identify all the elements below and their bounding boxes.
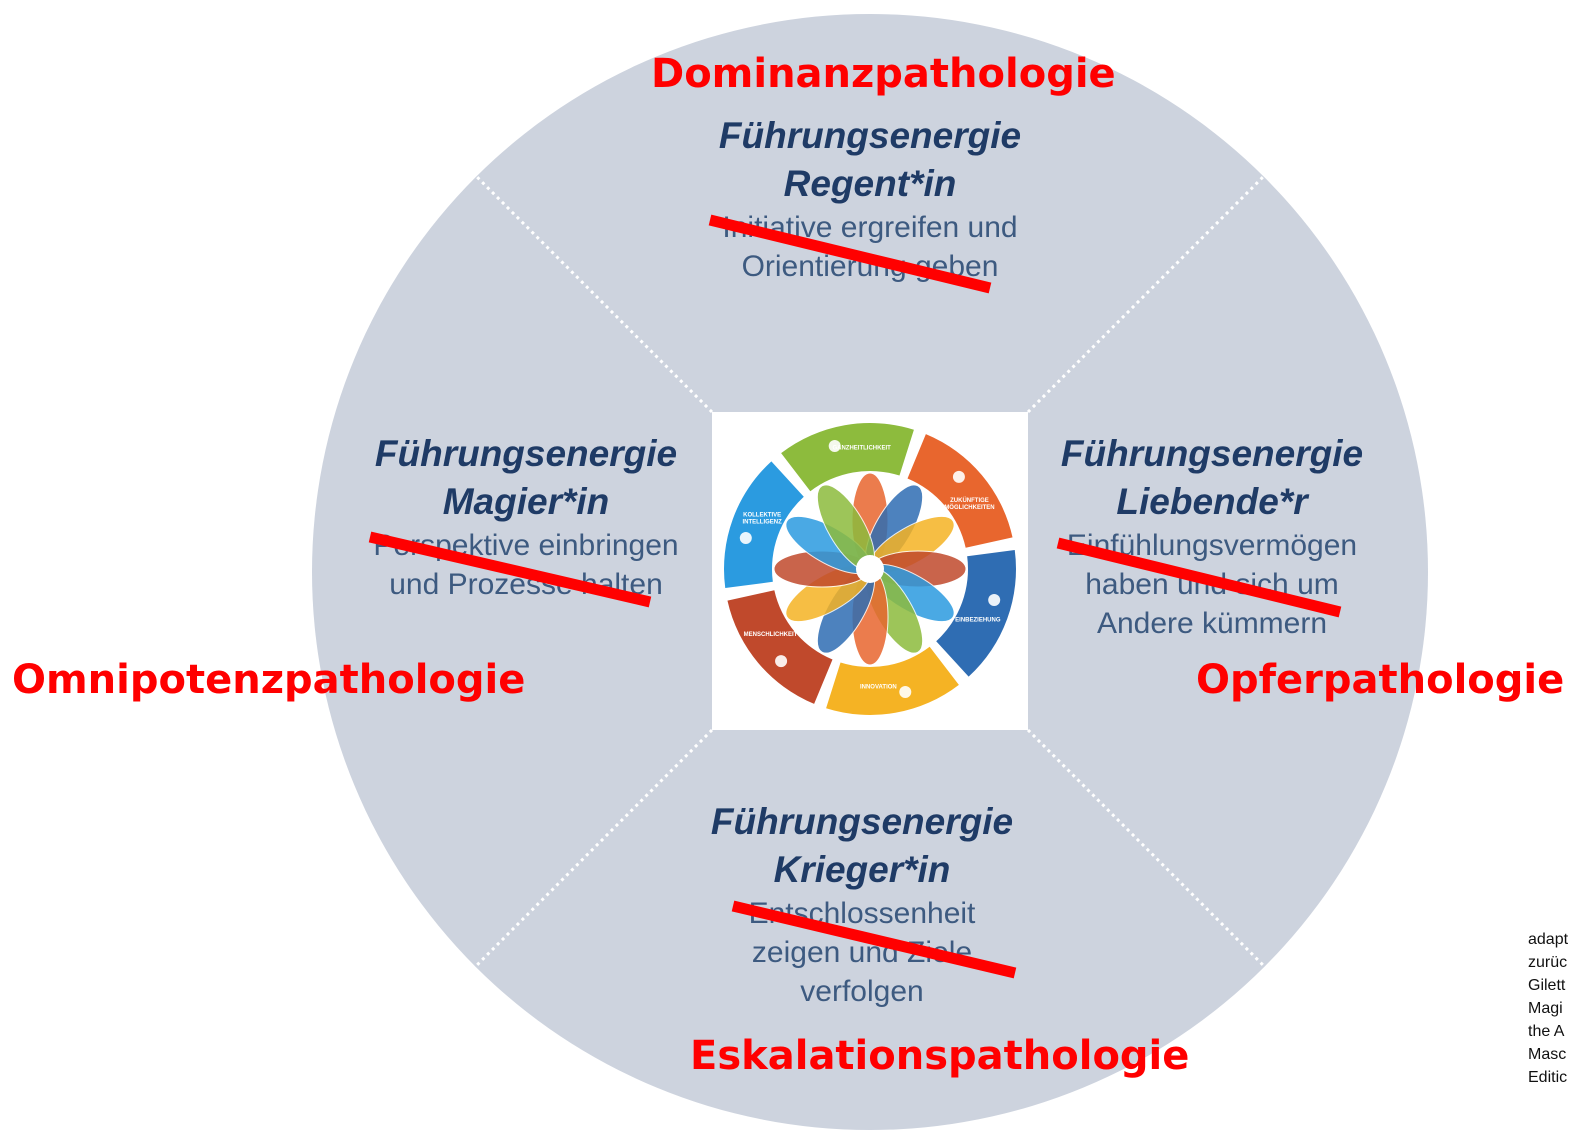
quadrant-bottom-desc-line2: zeigen und Ziele	[751, 936, 973, 969]
quadrant-right-desc-line2: haben und sich um	[1085, 568, 1339, 601]
quadrant-left-desc-line2: und Prozesse halten	[389, 568, 663, 601]
wheel-segment	[826, 646, 959, 715]
wheel-segment	[724, 461, 804, 589]
person-with-idea-icon	[952, 470, 965, 483]
citation-line-5: the A	[1528, 1023, 1565, 1040]
wheel-hub	[856, 555, 884, 583]
quadrant-bottom-title-line2: Krieger*in	[773, 849, 951, 890]
quadrant-bottom-krieger: Führungsenergie Krieger*in Entschlossenh…	[672, 798, 1052, 1011]
quadrant-top-regent: Führungsenergie Regent*in Initiative erg…	[680, 112, 1060, 286]
pathology-right-label: Opferpathologie	[1196, 657, 1565, 703]
citation-line-4: Magi	[1528, 1000, 1563, 1017]
quadrant-right-liebende: Führungsenergie Liebende*r Einfühlungsve…	[1024, 430, 1400, 643]
quadrant-right-desc-line3: Andere kümmern	[1096, 607, 1328, 640]
citation-text: adapt zurüc Gilett Magi the A Masc Editi…	[1528, 928, 1580, 1089]
quadrant-left-desc-line1: Perspektive einbringen	[373, 529, 679, 562]
quadrant-right-title-line1: Führungsenergie	[1060, 433, 1364, 474]
wheel-segment-label: EINBEZIEHUNG	[955, 618, 1001, 624]
cloud-people-icon	[739, 532, 752, 545]
quadrant-bottom-desc-line3: verfolgen	[800, 975, 924, 1008]
pathology-left-label: Omnipotenzpathologie	[12, 657, 526, 703]
quadrant-top-title-line2: Regent*in	[783, 163, 957, 204]
family-icon	[828, 439, 841, 452]
person-with-lightbulb-icon	[899, 686, 912, 699]
quadrant-right-desc-line1: Einfühlungsvermögen	[1066, 529, 1358, 562]
citation-line-1: adapt	[1528, 931, 1569, 948]
wheel-segment	[781, 423, 914, 492]
quadrant-bottom-desc-line1: Entschlossenheit	[748, 897, 976, 930]
group-icon	[988, 593, 1001, 606]
citation-line-6: Masc	[1528, 1046, 1567, 1063]
pathology-bottom-label: Eskalationspathologie	[690, 1033, 1190, 1079]
quadrant-top-desc-line1: Initiative ergreifen und	[722, 211, 1018, 244]
wheel-segment	[936, 549, 1016, 677]
wheel-segment-label: GANZHEITLICHKEIT	[832, 445, 891, 451]
quadrant-right-title-line2: Liebende*r	[1116, 481, 1308, 522]
quadrant-left-title-line2: Magier*in	[442, 481, 610, 522]
wheel-segment-label: INNOVATION	[860, 685, 897, 691]
quadrant-bottom-title-line1: Führungsenergie	[710, 801, 1014, 842]
wheel-segment	[727, 590, 833, 704]
quadrant-left-magier: Führungsenergie Magier*in Perspektive ei…	[338, 430, 714, 604]
quadrant-top-desc-line2: Orientierung geben	[741, 250, 999, 283]
person-with-heart-icon	[775, 655, 788, 668]
citation-line-3: Gilett	[1528, 977, 1566, 994]
wheel-segment	[907, 434, 1013, 548]
pathology-top-label: Dominanzpathologie	[651, 51, 1116, 97]
citation-line-7: Editic	[1528, 1069, 1568, 1086]
quadrant-left-title-line1: Führungsenergie	[374, 433, 678, 474]
citation-line-2: zurüc	[1528, 954, 1568, 971]
wheel-segment-label: MENSCHLICHKEIT	[744, 632, 798, 638]
quadrant-top-title-line1: Führungsenergie	[718, 115, 1022, 156]
